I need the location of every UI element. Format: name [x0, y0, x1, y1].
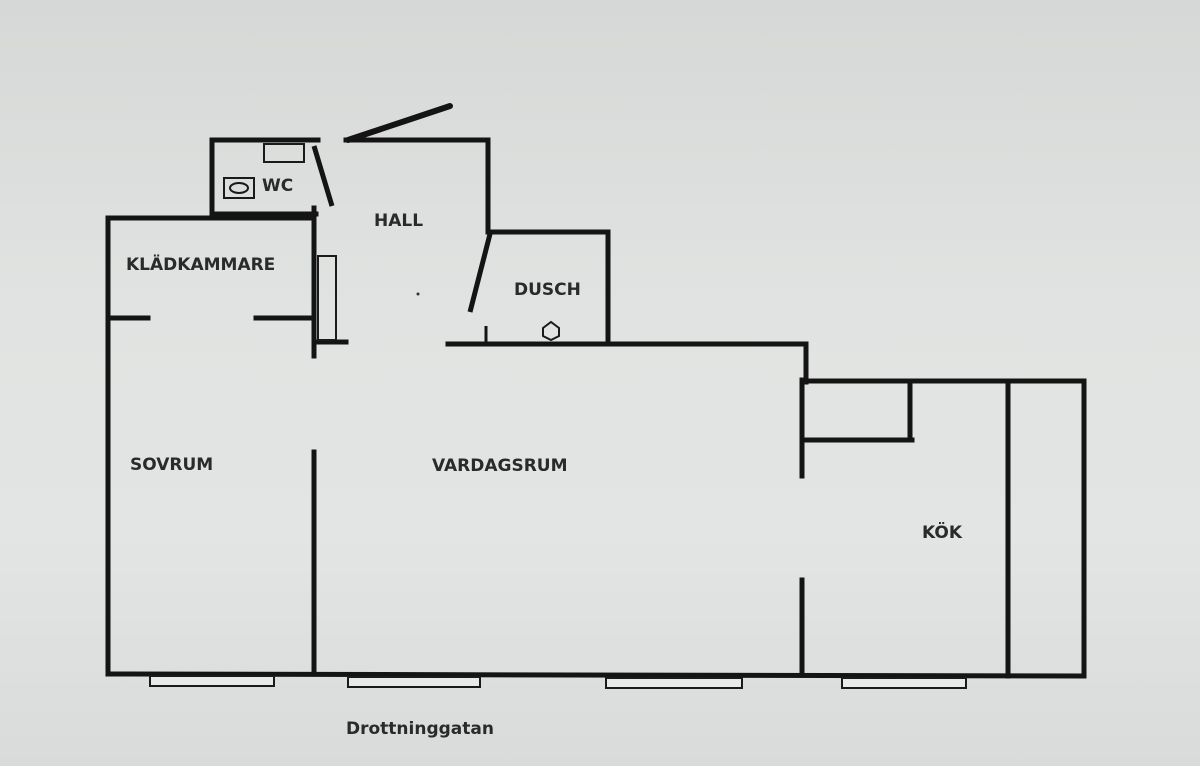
toilet-icon: [223, 177, 255, 199]
hall-dot: [416, 292, 420, 296]
dusch-door: [467, 233, 493, 313]
walls: [105, 137, 1087, 679]
room-labels: WC HALL KLÄDKAMMARE DUSCH SOVRUM VARDAGS…: [126, 176, 963, 543]
room-label-vardagsrum: VARDAGSRUM: [432, 456, 568, 476]
street-label: Drottninggatan: [346, 719, 494, 739]
window-vardagsrum-left: [347, 676, 481, 688]
fixtures: [223, 143, 560, 342]
window-vardagsrum-right: [605, 677, 743, 689]
wc-door: [311, 145, 335, 207]
toilet-bowl: [229, 182, 249, 194]
window-kok: [841, 677, 967, 689]
room-label-wc: WC: [262, 176, 293, 196]
room-label-dusch: DUSCH: [514, 280, 581, 300]
shower-drain-icon: [542, 320, 560, 342]
doors: [311, 103, 493, 344]
room-label-kladkammare: KLÄDKAMMARE: [126, 253, 275, 275]
room-label-sovrum: SOVRUM: [130, 455, 213, 475]
windows: [149, 675, 967, 689]
wall-bottom: [105, 671, 1087, 679]
room-label-kok: KÖK: [922, 521, 963, 543]
entrance-door: [345, 103, 453, 143]
sink-icon: [263, 143, 305, 163]
hall-closet: [317, 255, 337, 341]
window-sovrum: [149, 675, 275, 687]
room-label-hall: HALL: [374, 211, 423, 231]
